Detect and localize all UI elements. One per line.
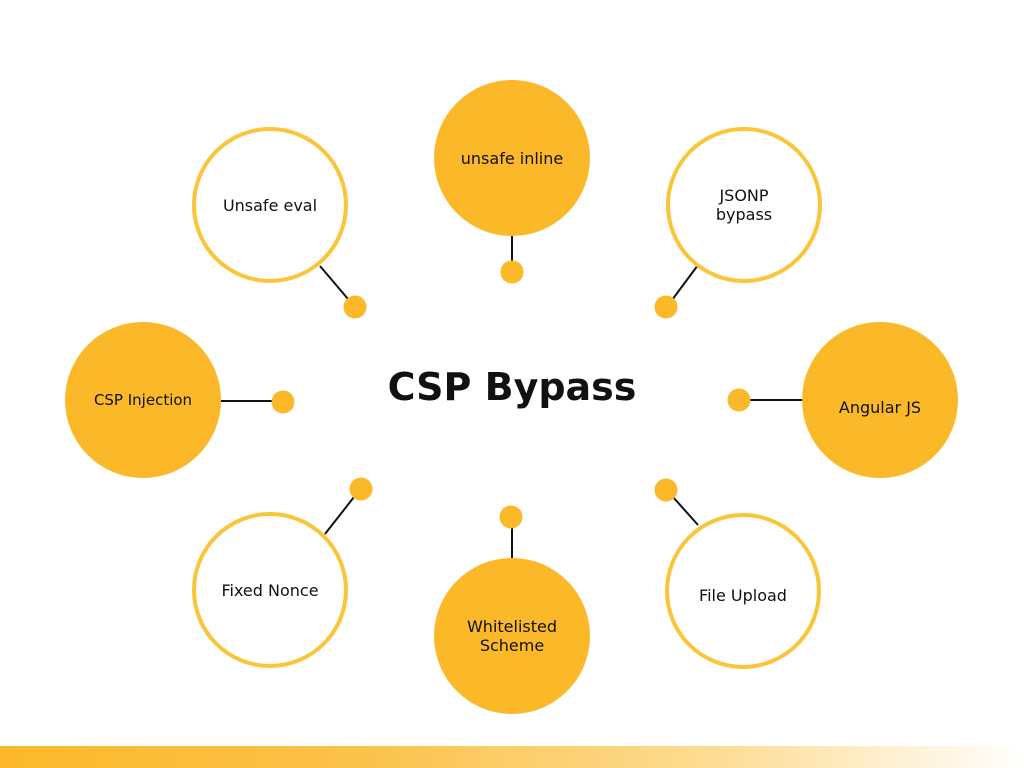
connector-line-file-upload	[672, 496, 699, 526]
connector-dot-csp-injection	[271, 390, 295, 414]
connector-dot-jsonp-bypass	[654, 295, 678, 319]
connector-dot-file-upload	[654, 478, 678, 502]
node-jsonp-bypass: JSONP bypass	[666, 127, 822, 283]
node-csp-injection: CSP Injection	[65, 322, 221, 478]
connector-line-fixed-nonce	[324, 496, 355, 535]
node-angular-js: Angular JS	[802, 322, 958, 478]
footer-gradient-bar	[0, 746, 1024, 768]
node-label-fixed-nonce: Fixed Nonce	[221, 580, 319, 600]
connector-line-unsafe-eval	[319, 265, 349, 300]
connector-dot-whitelisted-scheme	[499, 505, 523, 529]
connector-dot-angular-js	[727, 388, 751, 412]
connector-line-jsonp-bypass	[671, 264, 699, 301]
node-fixed-nonce: Fixed Nonce	[192, 512, 348, 668]
node-label-file-upload: File Upload	[699, 585, 787, 605]
node-label-whitelisted-scheme: Whitelisted Scheme	[466, 617, 558, 655]
node-unsafe-eval: Unsafe eval	[192, 127, 348, 283]
node-label-angular-js: Angular JS	[838, 397, 922, 417]
node-label-unsafe-eval: Unsafe eval	[222, 195, 318, 215]
node-label-unsafe-inline: unsafe inline	[460, 148, 564, 168]
node-label-csp-injection: CSP Injection	[93, 390, 193, 409]
diagram-title: CSP Bypass	[387, 365, 637, 409]
node-file-upload: File Upload	[665, 513, 821, 669]
connector-dot-fixed-nonce	[349, 477, 373, 501]
connector-dot-unsafe-inline	[500, 260, 524, 284]
node-label-jsonp-bypass: JSONP bypass	[715, 186, 773, 224]
node-whitelisted-scheme: Whitelisted Scheme	[434, 558, 590, 714]
node-unsafe-inline: unsafe inline	[434, 80, 590, 236]
connector-dot-unsafe-eval	[343, 295, 367, 319]
